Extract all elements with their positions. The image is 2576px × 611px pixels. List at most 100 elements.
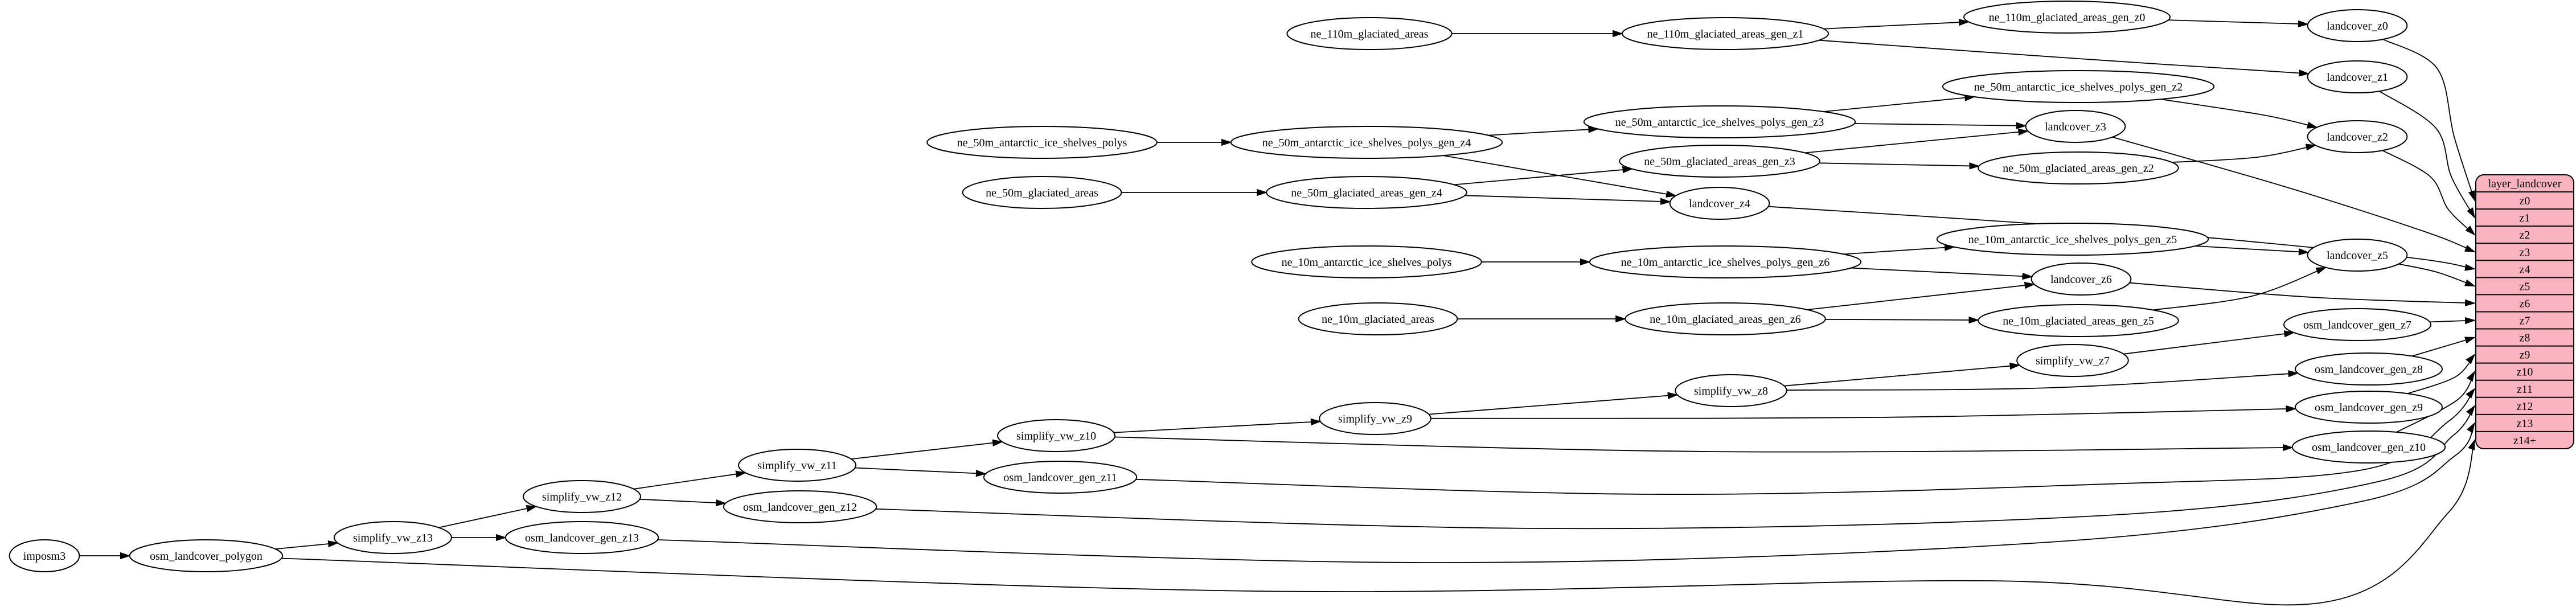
node-ne_50m_glaciated_areas: ne_50m_glaciated_areas: [962, 176, 1122, 209]
table-row-label-z4: z4: [2520, 263, 2530, 276]
node-label-imposm3: imposm3: [23, 550, 65, 563]
edge-ne_50m_antarctic_ice_shelves_polys_gen_z3-landcover_z3: [1854, 122, 2027, 129]
node-ellipse-landcover_z1: [2307, 60, 2408, 93]
node-ellipse-osm_landcover_gen_z9: [2295, 391, 2443, 424]
node-ellipse-simplify_vw_z9: [1319, 402, 1431, 435]
edge-ne_50m_antarctic_ice_shelves_polys_gen_z2-landcover_z2: [2160, 99, 2318, 129]
node-label-simplify_vw_z13: simplify_vw_z13: [353, 532, 433, 544]
table-row-label-z5: z5: [2520, 280, 2530, 293]
node-ellipse-ne_10m_glaciated_areas_gen_z6: [1625, 302, 1826, 335]
node-osm_landcover_gen_z9: osm_landcover_gen_z9: [2295, 391, 2443, 424]
node-ne_10m_glaciated_areas_gen_z6: ne_10m_glaciated_areas_gen_z6: [1625, 302, 1826, 335]
node-ellipse-osm_landcover_gen_z7: [2283, 308, 2431, 341]
node-ellipse-simplify_vw_z11: [738, 449, 856, 482]
node-ellipse-ne_110m_glaciated_areas: [1286, 17, 1453, 50]
node-osm_landcover_polygon: osm_landcover_polygon: [129, 539, 284, 572]
edge-osm_landcover_gen_z12-row-z12: [875, 405, 2476, 530]
node-landcover_z1: landcover_z1: [2307, 60, 2408, 93]
node-ne_50m_antarctic_ice_shelves_polys: ne_50m_antarctic_ice_shelves_polys: [926, 126, 1158, 159]
node-label-osm_landcover_gen_z10: osm_landcover_gen_z10: [2312, 441, 2426, 454]
node-label-ne_50m_antarctic_ice_shelves_polys_gen_z4: ne_50m_antarctic_ice_shelves_polys_gen_z…: [1262, 137, 1471, 149]
edge-landcover_z1-row-z1: [2379, 91, 2475, 219]
edge-osm_landcover_gen_z8-row-z8: [2411, 337, 2476, 357]
edge-ne_110m_glaciated_areas_gen_z0-landcover_z0: [2168, 19, 2309, 28]
edge-landcover_z2-row-z2: [2382, 150, 2476, 236]
node-label-simplify_vw_z12: simplify_vw_z12: [542, 491, 622, 503]
edge-ne_50m_glaciated_areas_gen_z3-ne_50m_glaciated_areas_gen_z2: [1819, 162, 1980, 170]
node-ellipse-ne_50m_antarctic_ice_shelves_polys: [926, 126, 1158, 159]
edge-ne_110m_glaciated_areas_gen_z1-landcover_z1: [1819, 39, 2310, 77]
edge-ne_10m_glaciated_areas_gen_z5-landcover_z5: [2153, 266, 2327, 311]
edge-osm_landcover_gen_z7-row-z7: [2430, 317, 2476, 325]
node-simplify_vw_z10: simplify_vw_z10: [997, 419, 1115, 452]
node-ne_50m_antarctic_ice_shelves_polys_gen_z4: ne_50m_antarctic_ice_shelves_polys_gen_z…: [1230, 126, 1503, 159]
table-row-label-z14plus: z14+: [2513, 434, 2536, 447]
node-simplify_vw_z11: simplify_vw_z11: [738, 449, 856, 482]
edge-simplify_vw_z11-simplify_vw_z10: [851, 439, 1003, 460]
edge-ne_50m_antarctic_ice_shelves_polys_gen_z4-ne_50m_antarctic_ice_shelves_polys_gen_z3: [1488, 126, 1599, 136]
node-ellipse-osm_landcover_gen_z11: [983, 461, 1138, 494]
node-label-ne_10m_glaciated_areas_gen_z6: ne_10m_glaciated_areas_gen_z6: [1650, 313, 1800, 326]
node-osm_landcover_gen_z7: osm_landcover_gen_z7: [2283, 308, 2431, 341]
edge-simplify_vw_z9-simplify_vw_z8: [1429, 392, 1679, 415]
node-ellipse-ne_50m_antarctic_ice_shelves_polys_gen_z3: [1583, 105, 1856, 138]
edge-landcover_z6-row-z6: [2129, 282, 2476, 306]
node-ellipse-ne_10m_antarctic_ice_shelves_polys_gen_z5: [1936, 223, 2209, 256]
node-label-osm_landcover_gen_z8: osm_landcover_gen_z8: [2315, 363, 2423, 376]
node-label-ne_10m_antarctic_ice_shelves_polys_gen_z6: ne_10m_antarctic_ice_shelves_polys_gen_z…: [1621, 256, 1830, 269]
table-row-label-z11: z11: [2517, 383, 2533, 396]
node-ellipse-ne_10m_antarctic_ice_shelves_polys: [1251, 245, 1482, 278]
edge-simplify_vw_z7-osm_landcover_gen_z7: [2123, 330, 2295, 355]
node-ellipse-ne_50m_glaciated_areas_gen_z4: [1266, 176, 1467, 209]
node-osm_landcover_gen_z10: osm_landcover_gen_z10: [2291, 430, 2446, 464]
edge-ne_10m_glaciated_areas_gen_z6-landcover_z6: [1807, 281, 2036, 310]
node-ne_50m_glaciated_areas_gen_z2: ne_50m_glaciated_areas_gen_z2: [1978, 151, 2179, 184]
node-imposm3: imposm3: [9, 539, 80, 572]
edge-landcover_z3-row-z3: [2112, 136, 2476, 253]
node-ellipse-simplify_vw_z7: [2016, 344, 2129, 377]
node-simplify_vw_z13: simplify_vw_z13: [334, 521, 452, 554]
node-label-osm_landcover_gen_z13: osm_landcover_gen_z13: [525, 532, 639, 544]
node-landcover_z5: landcover_z5: [2307, 239, 2408, 272]
node-ellipse-landcover_z3: [2025, 110, 2126, 143]
node-ellipse-ne_50m_antarctic_ice_shelves_polys_gen_z4: [1230, 126, 1503, 159]
edge-ne_10m_antarctic_ice_shelves_polys_gen_z6-ne_10m_antarctic_ice_shelves_polys_gen_z5: [1843, 244, 1955, 255]
node-label-ne_10m_antarctic_ice_shelves_polys_gen_z5: ne_10m_antarctic_ice_shelves_polys_gen_z…: [1968, 233, 2177, 246]
edge-landcover_z5-row-z5: [2398, 263, 2476, 287]
node-ne_50m_antarctic_ice_shelves_polys_gen_z2: ne_50m_antarctic_ice_shelves_polys_gen_z…: [1942, 70, 2215, 103]
node-ellipse-osm_landcover_polygon: [129, 539, 284, 572]
edge-ne_10m_glaciated_areas_gen_z6-ne_10m_glaciated_areas_gen_z5: [1825, 316, 1980, 324]
node-osm_landcover_gen_z11: osm_landcover_gen_z11: [983, 461, 1138, 494]
edge-ne_10m_antarctic_ice_shelves_polys_gen_z6-landcover_z6: [1851, 267, 2033, 280]
node-ellipse-osm_landcover_gen_z10: [2291, 430, 2446, 464]
edge-osm_landcover_polygon-simplify_vw_z13: [275, 540, 339, 550]
table-row-label-z7: z7: [2520, 315, 2530, 327]
node-simplify_vw_z8: simplify_vw_z8: [1675, 374, 1787, 407]
node-label-osm_landcover_gen_z11: osm_landcover_gen_z11: [1003, 471, 1117, 484]
node-label-ne_50m_glaciated_areas_gen_z4: ne_50m_glaciated_areas_gen_z4: [1291, 187, 1442, 199]
node-ellipse-ne_10m_glaciated_areas_gen_z5: [1978, 304, 2179, 337]
table-row-label-z0: z0: [2520, 195, 2530, 207]
node-label-simplify_vw_z10: simplify_vw_z10: [1016, 430, 1096, 442]
node-label-simplify_vw_z9: simplify_vw_z9: [1338, 413, 1412, 425]
node-ellipse-ne_50m_glaciated_areas: [962, 176, 1122, 209]
node-label-ne_50m_antarctic_ice_shelves_polys_gen_z3: ne_50m_antarctic_ice_shelves_polys_gen_z…: [1615, 116, 1824, 129]
edge-ne_50m_glaciated_areas_gen_z3-landcover_z3: [1804, 128, 2029, 154]
node-osm_landcover_gen_z12: osm_landcover_gen_z12: [723, 490, 877, 523]
node-label-ne_50m_glaciated_areas_gen_z3: ne_50m_glaciated_areas_gen_z3: [1644, 155, 1795, 168]
edge-simplify_vw_z10-osm_landcover_gen_z10: [1114, 436, 2294, 453]
node-ellipse-ne_50m_glaciated_areas_gen_z2: [1978, 151, 2179, 184]
edge-ne_50m_glaciated_areas_gen_z4-ne_50m_glaciated_areas_gen_z3: [1454, 166, 1634, 186]
node-label-ne_10m_antarctic_ice_shelves_polys: ne_10m_antarctic_ice_shelves_polys: [1282, 256, 1452, 269]
node-ellipse-osm_landcover_gen_z13: [504, 521, 659, 554]
node-label-ne_110m_glaciated_areas_gen_z1: ne_110m_glaciated_areas_gen_z1: [1647, 28, 1804, 40]
node-ellipse-ne_10m_glaciated_areas: [1298, 302, 1458, 335]
table-row-label-z9: z9: [2520, 349, 2530, 362]
node-ne_110m_glaciated_areas: ne_110m_glaciated_areas: [1286, 17, 1453, 50]
node-ne_50m_glaciated_areas_gen_z4: ne_50m_glaciated_areas_gen_z4: [1266, 176, 1467, 209]
node-label-osm_landcover_gen_z12: osm_landcover_gen_z12: [743, 501, 857, 514]
edge-ne_10m_antarctic_ice_shelves_polys_gen_z5-landcover_z5: [2194, 245, 2310, 256]
node-ellipse-osm_landcover_gen_z8: [2295, 352, 2443, 386]
